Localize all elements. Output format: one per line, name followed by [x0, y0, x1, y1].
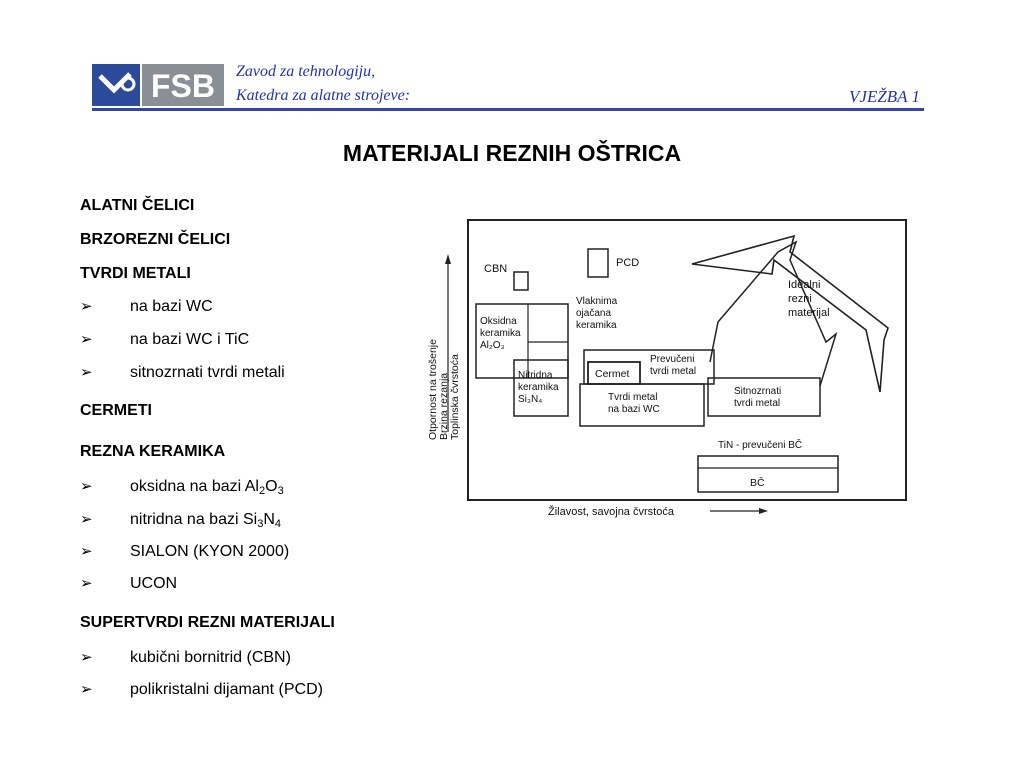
- label-tin: TiN - prevučeni BČ: [718, 438, 802, 451]
- label-pcd: PCD: [616, 257, 639, 269]
- y-axis-arrowhead: [445, 254, 451, 264]
- list-item: ➢na bazi WC: [80, 298, 213, 315]
- label-cermet: Cermet: [595, 368, 630, 380]
- bullet-arrow-icon: ➢: [80, 511, 93, 528]
- svg-text:Toplinska čvrstoća: Toplinska čvrstoća: [449, 354, 461, 440]
- list-item: ➢oksidna na bazi Al2O3: [80, 478, 284, 497]
- label-keramika: keramika: [576, 320, 617, 331]
- section-brzorezni-celici: BRZOREZNI ČELICI: [80, 231, 231, 248]
- label-na-bazi-wc: na bazi WC: [608, 404, 660, 415]
- page-title: MATERIJALI REZNIH OŠTRICA: [342, 140, 682, 166]
- label-oksidna: Oksidna: [480, 316, 517, 327]
- label-nitridna-keramika: keramika: [518, 382, 559, 393]
- bullet-arrow-icon: ➢: [80, 364, 93, 381]
- label-si3n4: Si₃N₄: [518, 394, 542, 405]
- label-rezni: rezni: [788, 293, 812, 305]
- box-cbn: [513, 271, 529, 291]
- box-nitridna: [513, 359, 569, 417]
- bullet-arrow-icon: ➢: [80, 298, 93, 315]
- section-cermeti: CERMETI: [80, 402, 152, 419]
- section-supertvrdi: SUPERTVRDI REZNI MATERIJALI: [80, 614, 335, 631]
- svg-text:Brzina rezanja: Brzina rezanja: [438, 373, 450, 440]
- box-sitnozrnati: [707, 377, 821, 417]
- label-vlaknima: Vlaknima: [576, 296, 618, 307]
- list-item: ➢SIALON (KYON 2000): [80, 543, 290, 560]
- header-divider: [92, 108, 924, 111]
- bullet-arrow-icon: ➢: [80, 478, 93, 495]
- materials-diagram: Otpornost na trošenje Brzina rezanja Top…: [418, 212, 918, 532]
- list-item: ➢UCON: [80, 575, 178, 592]
- section-tvrdi-metali: TVRDI METALI: [80, 265, 191, 282]
- label-idealni: Idealni: [788, 279, 820, 291]
- diagram-frame: [467, 219, 907, 501]
- svg-text:FSB: FSB: [151, 68, 215, 104]
- label-prevuceni: Prevučeni: [650, 354, 694, 365]
- bullet-arrow-icon: ➢: [80, 649, 93, 666]
- x-axis-arrowhead: [759, 508, 768, 514]
- x-axis-label: Žilavost, savojna čvrstoća: [548, 505, 675, 518]
- label-oksidna-keramika: keramika: [480, 328, 521, 339]
- label-sitnozrnati: Sitnozrnati: [734, 386, 781, 397]
- label-prevuceni-tvrdi: tvrdi metal: [650, 366, 696, 377]
- header-department: Katedra za alatne strojeve:: [236, 87, 411, 104]
- header-institute: Zavod za tehnologiju,: [236, 63, 376, 80]
- ideal-material-arrow: [709, 240, 838, 387]
- bullet-arrow-icon: ➢: [80, 331, 93, 348]
- svg-text:Otpornost na trošenje: Otpornost na trošenje: [427, 339, 439, 440]
- box-bc: [697, 455, 839, 493]
- label-tvrdi-metal: Tvrdi metal: [608, 392, 657, 403]
- list-item: ➢na bazi WC i TiC: [80, 331, 250, 348]
- label-ojacana: ojačana: [576, 308, 611, 319]
- list-item: ➢sitnozrnati tvrdi metali: [80, 364, 285, 381]
- y-axis-label: Otpornost na trošenje Brzina rezanja Top…: [427, 339, 461, 440]
- fsb-logo: FSB: [92, 64, 224, 106]
- section-rezna-keramika: REZNA KERAMIKA: [80, 443, 226, 460]
- list-item: ➢nitridna na bazi Si3N4: [80, 511, 281, 530]
- label-al2o3: Al₂O₃: [480, 340, 505, 351]
- ideal-arrow-outline: [691, 234, 889, 393]
- box-tvrdi-wc: [579, 383, 705, 427]
- box-pcd: [587, 248, 609, 278]
- section-alatni-celici: ALATNI ČELICI: [80, 197, 195, 214]
- bullet-arrow-icon: ➢: [80, 681, 93, 698]
- label-cbn: CBN: [484, 263, 507, 275]
- label-sitnozrnati-tvrdi: tvrdi metal: [734, 398, 780, 409]
- bullet-arrow-icon: ➢: [80, 543, 93, 560]
- box-oksidna-group: [475, 303, 569, 379]
- header-exercise-label: VJEŽBA 1: [849, 87, 920, 106]
- label-bc: BČ: [750, 476, 765, 489]
- list-item: ➢polikristalni dijamant (PCD): [80, 681, 323, 698]
- list-item: ➢kubični bornitrid (CBN): [80, 649, 291, 666]
- label-nitridna: Nitridna: [518, 370, 553, 381]
- bullet-arrow-icon: ➢: [80, 575, 93, 592]
- label-materijal: materijal: [788, 307, 830, 319]
